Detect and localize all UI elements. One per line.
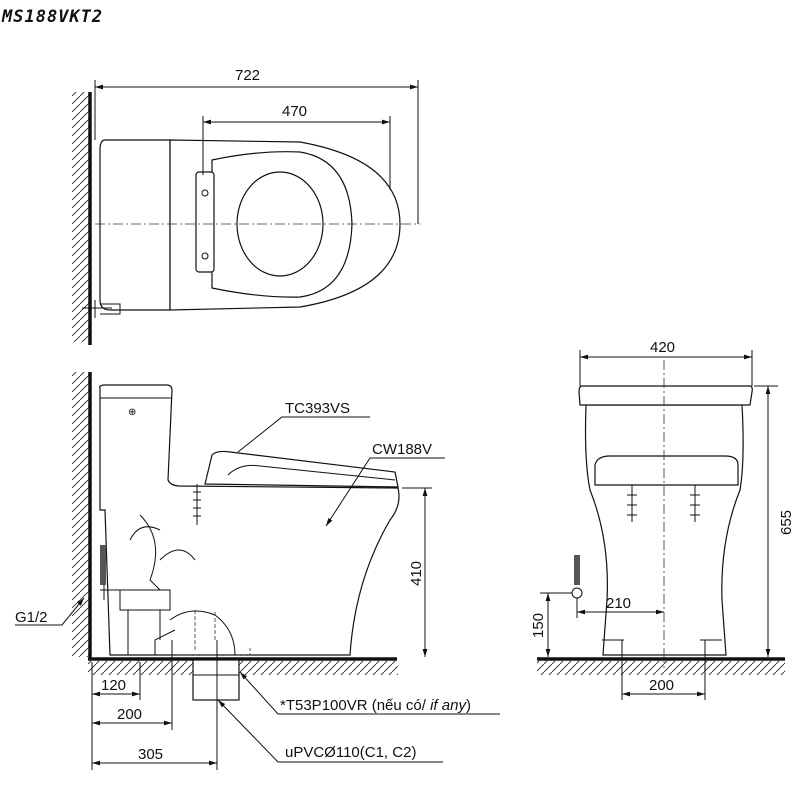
dim-120: 120	[101, 677, 126, 694]
dim-200-front: 200	[649, 677, 674, 694]
wall-hatch	[72, 92, 90, 342]
adapter-label: *T53P100VR (nếu có/ if any)	[280, 697, 471, 714]
tank-top	[99, 139, 171, 311]
seat-lid-side	[204, 450, 399, 488]
side-view: ⊕ 410 TC393VS CW188V G1/2 120 200 305 *T…	[15, 372, 500, 770]
dim-420: 420	[650, 339, 675, 356]
dim-655: 655	[778, 510, 795, 535]
dim-210: 210	[606, 595, 631, 612]
pipe-label: uPVCØ110(C1, C2)	[285, 744, 416, 761]
dim-722: 722	[235, 67, 260, 84]
dim-305: 305	[138, 746, 163, 763]
seat-front	[594, 455, 739, 486]
supply-hose-front	[574, 555, 580, 585]
inlet-label: G1/2	[15, 609, 48, 626]
top-view: 722 470	[72, 67, 420, 345]
tank-lid-front	[578, 385, 753, 406]
supply-hose-side	[100, 545, 106, 585]
seat-bolt-side	[193, 484, 201, 525]
supply-valve-top	[82, 300, 121, 318]
dim-410: 410	[408, 561, 425, 586]
dim-150: 150	[530, 613, 547, 638]
flush-button-icon: ⊕	[128, 407, 136, 418]
bowl-model-label: CW188V	[372, 441, 432, 458]
toilet-body-side	[98, 384, 400, 656]
dim-200-side: 200	[117, 706, 142, 723]
seat-model-label: TC393VS	[285, 400, 350, 417]
model-title: MS188VKT2	[1, 7, 103, 27]
drain-pipe	[192, 659, 240, 701]
front-view: 420 655 150 210 200	[530, 339, 795, 700]
dim-470: 470	[282, 103, 307, 120]
hinge	[195, 171, 215, 273]
